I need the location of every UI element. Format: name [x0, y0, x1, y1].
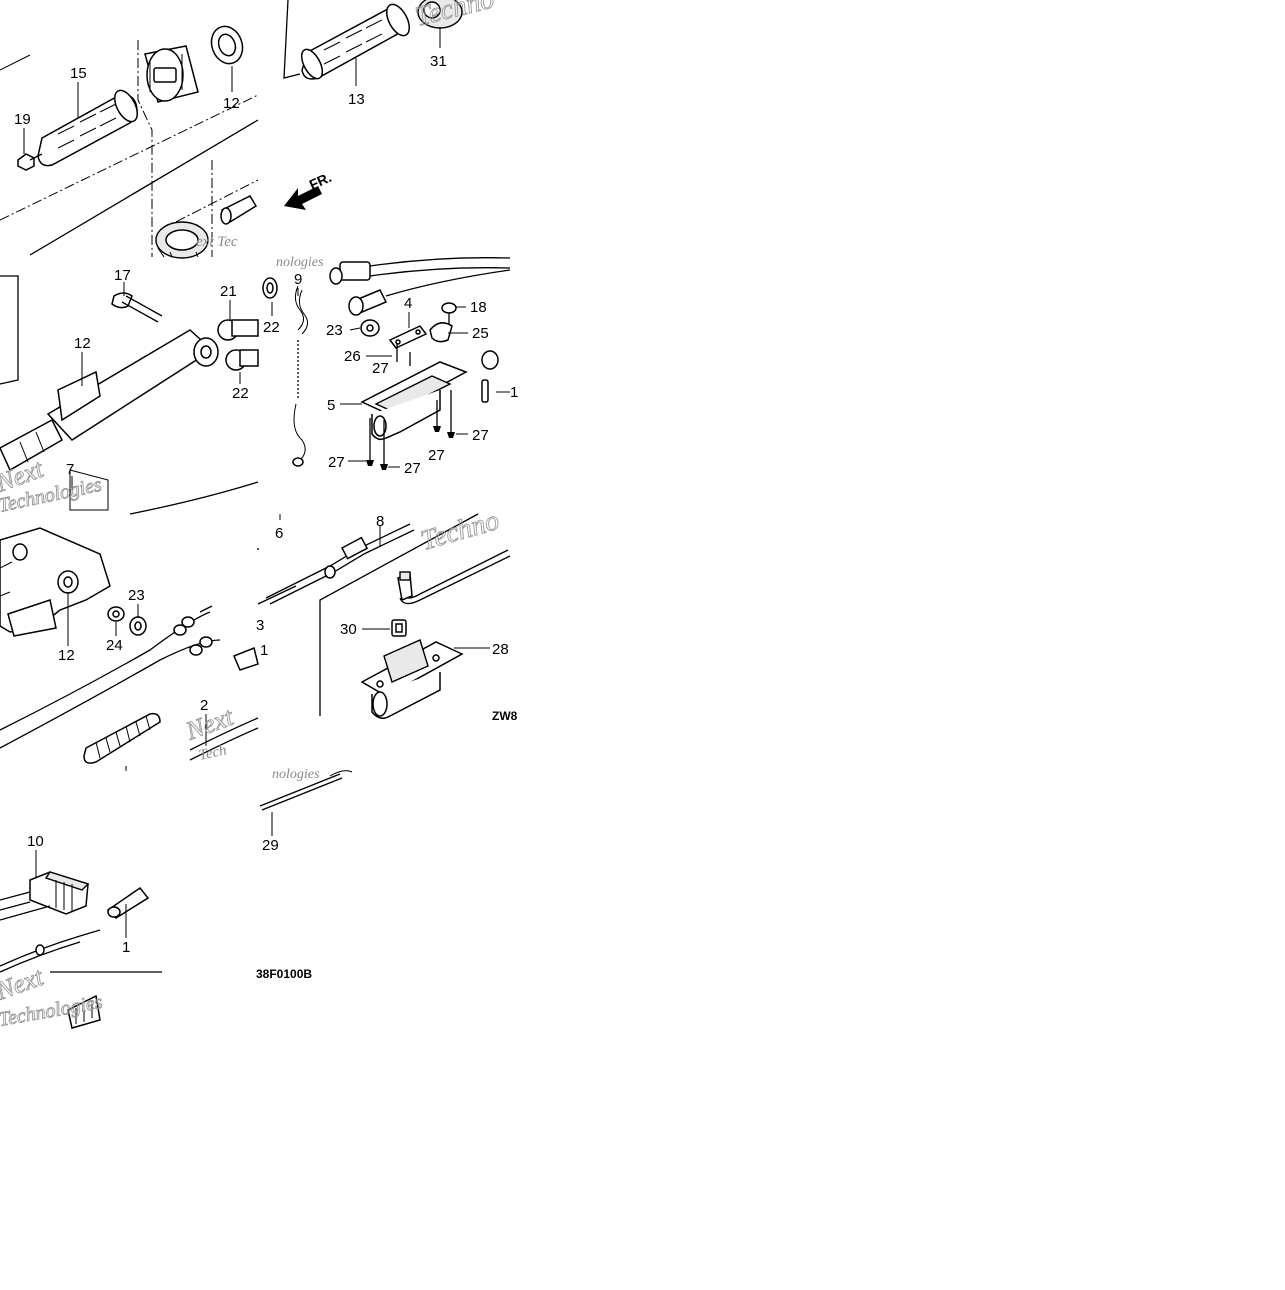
clip-1 — [106, 886, 150, 919]
cable-8 — [257, 523, 415, 605]
callout-3: 3 — [256, 617, 264, 634]
bolt-19 — [111, 292, 163, 323]
callout-27: 27 — [428, 447, 445, 464]
watermark-text: Techno — [412, 0, 497, 33]
nut-24 — [129, 616, 147, 636]
callout-20: 18 — [470, 299, 487, 316]
cable-plug-upper — [329, 261, 371, 285]
connector-1 — [233, 646, 259, 671]
lanyard-cord-9 — [292, 285, 308, 467]
tile-bracket: 12 24 23 2 3 1 Next Tech — [0, 527, 268, 771]
nut-22-upper — [217, 319, 259, 341]
callout-17: 13 — [348, 91, 365, 108]
housing-28 — [360, 639, 464, 719]
switch-panel-5 — [360, 361, 468, 441]
clip-26 — [429, 322, 453, 343]
tile-tiller-arm: 17 21 22 12 7 Next Technologies — [0, 267, 259, 517]
callout-21: 19 — [14, 111, 31, 128]
callout-5: 5 — [327, 397, 335, 414]
callout-27: 27 — [372, 360, 389, 377]
nut-22-lower — [225, 349, 259, 371]
bracket-13 — [0, 527, 111, 637]
callout-8: 8 — [376, 513, 384, 530]
throttle-grip-18 — [37, 89, 139, 167]
callout-9: 9 — [294, 271, 302, 288]
callout-4: 4 — [404, 295, 412, 312]
screw-20 — [441, 302, 457, 324]
grip-bushing — [144, 45, 199, 103]
callout-6: 6 — [275, 525, 283, 542]
drawing-code: 38F0100B — [256, 967, 312, 981]
callout-22: 22 — [232, 385, 249, 402]
cable-plug-lower — [348, 269, 511, 316]
callout-28: 28 — [492, 641, 509, 658]
grip-17 — [300, 3, 411, 80]
sleeve-3 — [83, 712, 161, 764]
callout-27: 27 — [404, 460, 421, 477]
front-direction-arrow: FR. — [284, 169, 334, 210]
part-31 — [417, 0, 463, 29]
watermark-text: ext Tec — [196, 234, 238, 250]
washer-25 — [107, 606, 125, 622]
callout-10: 10 — [27, 833, 44, 850]
washer-15 — [210, 25, 244, 65]
washer-23-left — [262, 277, 278, 299]
tile-shift-linkage: 6 8 30 28 ZW8 Techno — [257, 504, 518, 723]
tile-tiller-grip: 15 19 12 ext Tec — [0, 25, 259, 259]
tile-grip-right: 13 31 FR. Techno — [283, 0, 498, 210]
callout-29: 29 — [262, 837, 279, 854]
tile-switch-box: 10 1 Next Technologies — [0, 833, 162, 1031]
tile-rod: 29 38F0100B nologies — [256, 767, 353, 981]
friction-ring — [155, 221, 209, 259]
callout-18: 15 — [70, 65, 87, 82]
callout-30: 30 — [340, 621, 357, 638]
connector-bottom — [67, 994, 101, 1029]
callout-31: 31 — [430, 53, 447, 70]
screws-27 — [366, 344, 455, 470]
rod-29 — [259, 770, 353, 811]
watermark-text: Next — [181, 702, 237, 746]
cable-end — [220, 195, 258, 225]
watermark-text: Techno — [417, 505, 502, 557]
callout-1: 1 — [260, 642, 268, 659]
clamp-4 — [388, 325, 428, 349]
callout-13: 12 — [58, 647, 75, 664]
callout-19: 17 — [114, 267, 131, 284]
callout-2: 2 — [200, 697, 208, 714]
wire-harness — [0, 605, 221, 749]
watermark-text: nologies — [276, 255, 324, 270]
shift-knob — [397, 571, 413, 602]
callout-25: 24 — [106, 637, 123, 654]
switch-box-10 — [0, 871, 90, 921]
callout-24: 23 — [128, 587, 145, 604]
cap-3 — [481, 350, 499, 370]
watermark-text: nologies — [272, 767, 320, 782]
callout-1: 1 — [510, 384, 518, 401]
callout-1: 1 — [122, 939, 130, 956]
callout-12: 12 — [74, 335, 91, 352]
part-30 — [391, 619, 407, 637]
tile-stop-switch: 9 22 23 4 18 25 26 27 5 27 27 27 27 1 no… — [262, 255, 518, 477]
nut-23 — [360, 319, 380, 337]
drawing-code-zw8: ZW8 — [492, 709, 518, 723]
callout-7: 7 — [66, 461, 74, 478]
callout-27: 26 — [344, 348, 361, 365]
watermark-text: Tech — [198, 742, 229, 763]
callout-23: 22 — [263, 319, 280, 336]
direction-label: FR. — [307, 169, 334, 193]
callout-23: 23 — [326, 322, 343, 339]
pin-1 — [481, 379, 489, 403]
callout-26: 25 — [472, 325, 489, 342]
callout-27: 27 — [472, 427, 489, 444]
callout-27: 27 — [328, 454, 345, 471]
tiller-arm-12 — [0, 329, 219, 472]
bolt-21 — [17, 153, 43, 171]
callout-22: 21 — [220, 283, 237, 300]
callout-15: 12 — [223, 95, 240, 112]
